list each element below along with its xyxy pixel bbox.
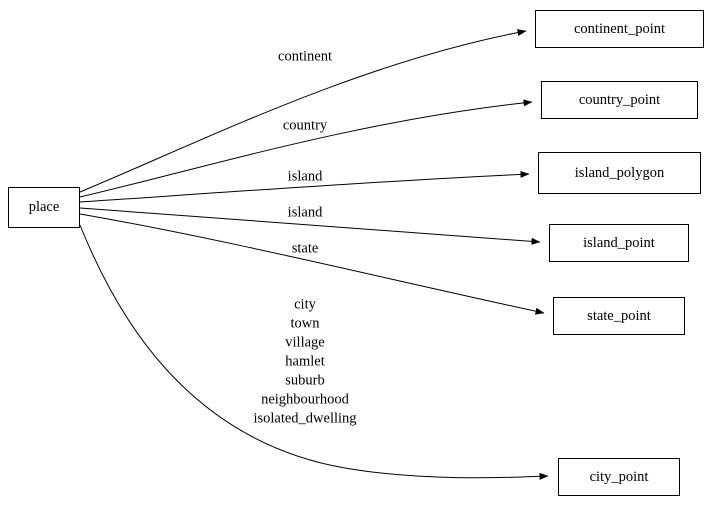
edge-label-city-group: city town village hamlet suburb neighbou… — [253, 296, 356, 429]
node-country_point: country_point — [541, 81, 698, 119]
node-continent_point-label: continent_point — [573, 20, 665, 37]
edge-label-neighbourhood: neighbourhood — [261, 391, 349, 408]
edge-place-island_polygon — [79, 170, 530, 203]
edge-label-village: village — [285, 334, 325, 351]
edge-label-state: state — [291, 240, 319, 257]
edge-place-state_point — [79, 213, 545, 315]
node-continent_point: continent_point — [535, 10, 704, 48]
node-place: place — [8, 187, 80, 228]
edge-label-country: country — [282, 117, 328, 134]
edge-label-island-point: island — [287, 204, 323, 221]
edge-place-city_point — [79, 224, 549, 480]
edge-label-isolated_dwelling: isolated_dwelling — [253, 410, 357, 427]
node-island_point: island_point — [549, 224, 689, 262]
edge-label-continent: continent — [278, 48, 332, 65]
edge-label-town: town — [290, 315, 320, 332]
node-state_point: state_point — [553, 297, 685, 335]
node-island_polygon: island_polygon — [538, 152, 701, 194]
node-place-label: place — [28, 199, 60, 215]
node-state_point-label: state_point — [587, 307, 651, 324]
edge-label-city: city — [294, 296, 316, 313]
node-island_polygon-label: island_polygon — [574, 164, 665, 181]
edge-place-island_point — [79, 207, 541, 245]
node-city_point-label: city_point — [589, 468, 649, 485]
edge-label-island-polygon: island — [287, 168, 323, 185]
node-city_point: city_point — [558, 458, 680, 496]
edge-place-continent_point — [79, 29, 527, 193]
node-island_point-label: island_point — [583, 234, 655, 251]
node-country_point-label: country_point — [578, 91, 661, 108]
edge-place-country_point — [79, 99, 533, 198]
edge-label-hamlet: hamlet — [285, 353, 325, 370]
edge-label-suburb: suburb — [285, 372, 325, 389]
